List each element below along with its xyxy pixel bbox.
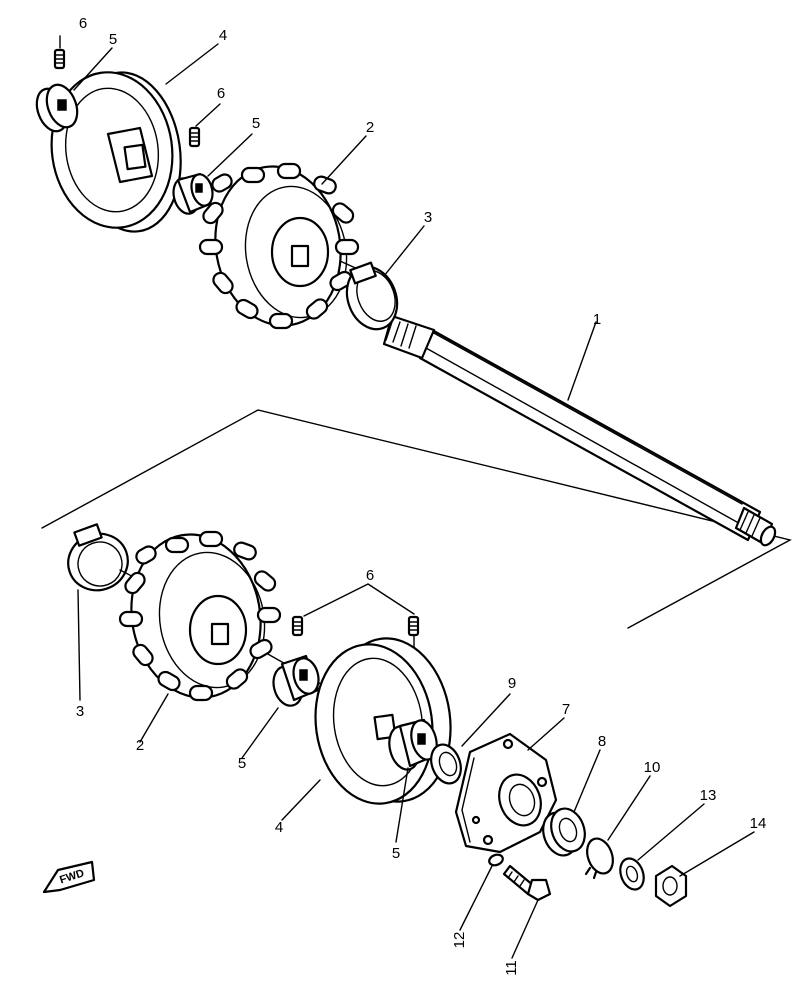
set-screw-top-a [53, 48, 66, 70]
lower-track-sprocket [118, 530, 282, 702]
callout-6-top-a: 6 [79, 15, 87, 32]
bolt [502, 864, 552, 902]
drive-shaft [382, 314, 777, 547]
callout-labels: 6 5 4 6 5 2 3 1 6 3 2 5 4 5 9 7 8 10 13 … [76, 15, 767, 976]
callout-2-bottom: 2 [136, 737, 144, 754]
callout-9: 9 [508, 675, 516, 692]
circlip [584, 837, 614, 880]
set-screw-bottom-a [291, 615, 304, 637]
leader-lines [59, 35, 755, 959]
callout-2-top: 2 [366, 119, 374, 136]
lower-hose-clamp [67, 523, 129, 592]
forward-direction-arrow: FWD [42, 860, 96, 894]
upper-hose-clamp [345, 261, 399, 331]
lower-collar-a [272, 654, 320, 707]
lower-idler-wheel [314, 637, 452, 805]
callout-7: 7 [562, 701, 570, 718]
hex-nut [654, 864, 688, 908]
set-screw-top-b [188, 126, 201, 148]
callout-5-bottom-b: 5 [392, 845, 400, 862]
callout-12: 12 [451, 932, 468, 949]
callout-14: 14 [750, 815, 767, 832]
upper-track-sprocket [198, 162, 360, 330]
washer [619, 857, 645, 891]
bearing-housing [454, 732, 558, 854]
callout-3-bottom: 3 [76, 703, 84, 720]
lock-washer [488, 853, 504, 867]
ball-bearing [542, 807, 586, 857]
callout-13: 13 [700, 787, 717, 804]
callout-5-top-b: 5 [252, 115, 260, 132]
oil-seal [430, 743, 462, 785]
callout-5-bottom-a: 5 [238, 755, 246, 772]
upper-idler-wheel [50, 71, 182, 233]
set-screw-bottom-b [407, 615, 420, 637]
callout-5-top-a: 5 [109, 31, 117, 48]
callout-4-bottom: 4 [275, 819, 283, 836]
callout-8: 8 [598, 733, 606, 750]
callout-10: 10 [644, 759, 661, 776]
upper-collar-a [35, 83, 79, 133]
assembly-outline [41, 409, 792, 629]
callout-4-top: 4 [219, 27, 227, 44]
callout-1: 1 [593, 311, 601, 328]
callout-11: 11 [503, 960, 520, 976]
callout-6-bottom: 6 [366, 567, 374, 584]
upper-collar-b [172, 172, 214, 215]
callout-6-top-b: 6 [217, 85, 225, 102]
callout-3-top: 3 [424, 209, 432, 226]
